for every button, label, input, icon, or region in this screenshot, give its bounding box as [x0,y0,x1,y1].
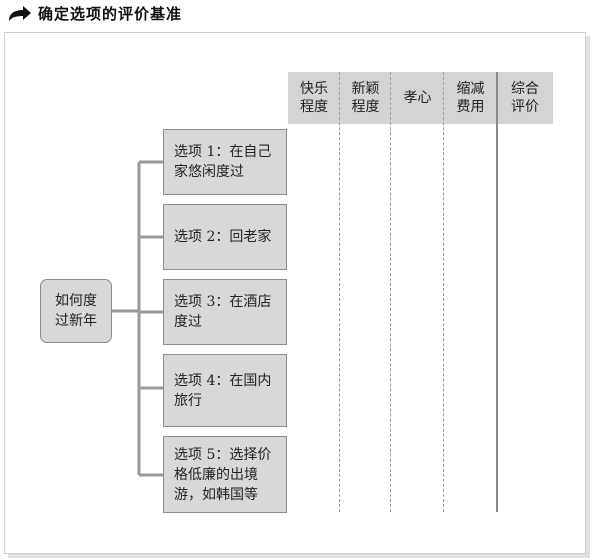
option-box-4: 选项 4：在国内 旅行 [163,354,287,427]
criterion-header-happiness: 快乐 程度 [288,72,340,124]
overall-column-divider [496,72,498,512]
option-box-3: 选项 3：在酒店 度过 [163,279,287,345]
column-divider [390,72,391,512]
root-question-box: 如何度 过新年 [40,279,112,343]
option-box-2: 选项 2：回老家 [163,204,287,270]
column-divider [339,72,340,512]
criterion-header-cost-saving: 缩减 费用 [444,72,497,124]
curved-arrow-icon [9,6,31,21]
column-divider [443,72,444,512]
criterion-header-filial-piety: 孝心 [391,72,444,124]
criterion-header-overall: 综合 评价 [497,72,553,124]
diagram-title: 确定选项的评价基准 [38,4,183,23]
diagram-title-row: 确定选项的评价基准 [6,2,182,24]
option-box-5: 选项 5：选择价 格低廉的出境 游，如韩国等 [163,436,287,513]
criterion-header-novelty: 新颖 程度 [340,72,391,124]
option-box-1: 选项 1：在自己 家悠闲度过 [163,129,287,195]
